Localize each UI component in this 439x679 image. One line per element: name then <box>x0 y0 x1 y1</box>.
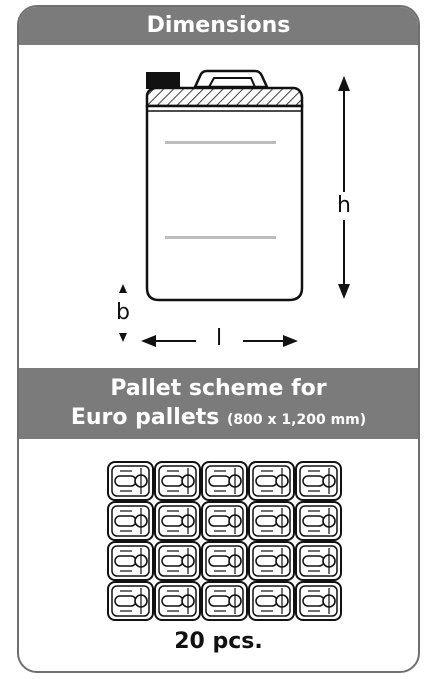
dimensions-header: Dimensions <box>19 7 418 45</box>
pallet-canister-cell <box>154 501 201 541</box>
length-label: l <box>216 326 222 351</box>
pallet-scheme-title-line1: Pallet scheme for <box>110 376 327 401</box>
pallet-canister-cell <box>107 581 154 621</box>
width-label: b <box>116 300 130 325</box>
pallet-canister-cell <box>295 581 342 621</box>
pallet-canister-cell <box>201 541 248 581</box>
pallet-canister-cell <box>107 461 154 501</box>
pallet-canister-cell <box>248 461 295 501</box>
canister-diagram: h b l <box>116 69 351 351</box>
pallet-canister-cell <box>295 461 342 501</box>
pallet-canister-cell <box>295 501 342 541</box>
height-dimension-arrow <box>338 76 350 299</box>
pallet-canister-cell <box>201 501 248 541</box>
pallet-canister-cell <box>201 461 248 501</box>
height-label: h <box>337 193 351 218</box>
canister-shoulder <box>145 86 304 108</box>
canister-cap <box>146 72 180 89</box>
pallet-scheme-title-line2: Euro pallets <box>70 405 220 430</box>
dimensions-title: Dimensions <box>146 13 291 38</box>
pallet-canister-cell <box>154 541 201 581</box>
pallet-canister-cell <box>295 541 342 581</box>
product-dimensions-card: Dimensions h <box>17 5 420 673</box>
pallet-count: 20 pcs. <box>174 629 263 654</box>
pallet-canister-cell <box>107 541 154 581</box>
pallet-scheme-header: Pallet scheme for Euro pallets (800 x 1,… <box>19 368 418 439</box>
pallet-canister-cell <box>248 501 295 541</box>
canister-body <box>145 104 304 302</box>
pallet-canister-cell <box>248 541 295 581</box>
pallet-scheme-diagram <box>107 461 342 621</box>
length-dimension-arrow <box>141 335 298 347</box>
pallet-canister-cell <box>107 501 154 541</box>
pallet-canister-cell <box>154 581 201 621</box>
width-dimension-arrow <box>119 284 127 342</box>
pallet-canister-cell <box>248 581 295 621</box>
pallet-canister-cell <box>201 581 248 621</box>
pallet-size-note: (800 x 1,200 mm) <box>227 412 367 428</box>
pallet-canister-cell <box>154 461 201 501</box>
